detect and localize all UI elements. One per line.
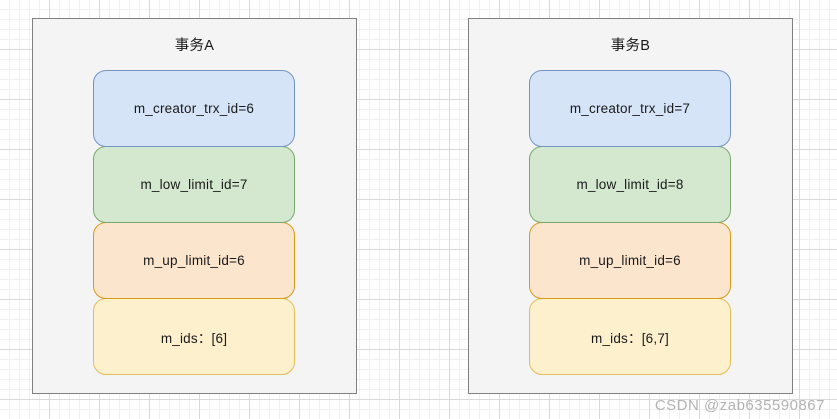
field-stack-a: m_creator_trx_id=6 m_low_limit_id=7 m_up… (93, 70, 295, 375)
field-card-low-limit-id-b: m_low_limit_id=8 (529, 146, 731, 223)
transaction-panel-b: 事务B m_creator_trx_id=7 m_low_limit_id=8 … (468, 18, 793, 394)
field-card-creator-trx-id-a: m_creator_trx_id=6 (93, 70, 295, 147)
csdn-watermark: CSDN @zab635590867 (654, 397, 825, 414)
transaction-panel-a: 事务A m_creator_trx_id=6 m_low_limit_id=7 … (32, 18, 357, 394)
panel-title-a: 事务A (174, 38, 215, 54)
field-stack-b: m_creator_trx_id=7 m_low_limit_id=8 m_up… (529, 70, 731, 375)
field-card-low-limit-id-a: m_low_limit_id=7 (93, 146, 295, 223)
field-card-ids-a: m_ids：[6] (93, 298, 295, 375)
field-card-ids-b: m_ids：[6,7] (529, 298, 731, 375)
field-card-up-limit-id-a: m_up_limit_id=6 (93, 222, 295, 299)
panel-title-b: 事务B (610, 38, 651, 54)
field-card-creator-trx-id-b: m_creator_trx_id=7 (529, 70, 731, 147)
field-card-up-limit-id-b: m_up_limit_id=6 (529, 222, 731, 299)
